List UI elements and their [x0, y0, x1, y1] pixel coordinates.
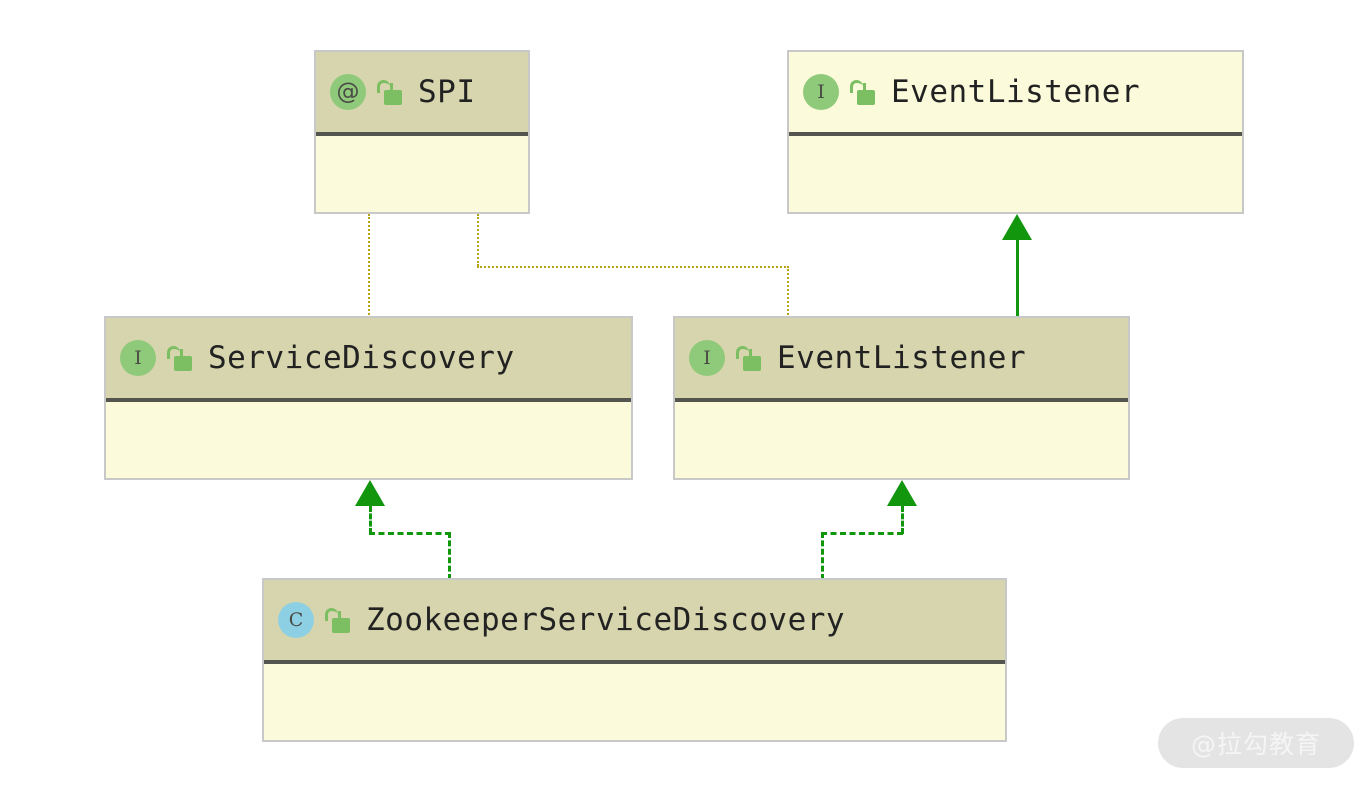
uml-node-service-discovery-title: ServiceDiscovery	[208, 340, 515, 376]
uml-node-service-discovery-members	[106, 402, 631, 478]
watermark-badge: @拉勾教育	[1158, 718, 1354, 768]
edge-event-listener-generalization-arrowhead	[1002, 214, 1032, 240]
edge-spi-to-service-discovery	[368, 214, 370, 318]
edge-event-listener-generalization-line	[1016, 240, 1019, 318]
edge-zookeeper-to-event-listener-arrowhead	[887, 480, 917, 506]
interface-badge-icon: I	[803, 74, 839, 110]
uml-node-event-listener-mid-members	[675, 402, 1128, 478]
open-padlock-icon	[849, 78, 875, 106]
edge-zookeeper-to-event-listener-rise	[901, 506, 904, 534]
uml-node-spi-header: @ SPI	[316, 52, 528, 136]
uml-node-zookeeper-service-discovery-header: C ZookeeperServiceDiscovery	[264, 580, 1005, 664]
edge-zookeeper-to-service-discovery-drop	[448, 532, 451, 580]
interface-badge-icon: I	[120, 340, 156, 376]
uml-node-event-listener-top-title: EventListener	[891, 74, 1141, 110]
edge-zookeeper-to-service-discovery-arrowhead	[355, 480, 385, 506]
uml-node-service-discovery[interactable]: I ServiceDiscovery	[104, 316, 633, 480]
uml-node-event-listener-mid-header: I EventListener	[675, 318, 1128, 402]
edge-spi-to-event-listener-segment-down	[477, 214, 479, 266]
edge-zookeeper-to-event-listener-drop	[821, 532, 824, 580]
open-padlock-icon	[166, 344, 192, 372]
open-padlock-icon	[376, 78, 402, 106]
edge-zookeeper-to-service-discovery-rise	[369, 506, 372, 534]
open-padlock-icon	[324, 606, 350, 634]
uml-node-zookeeper-service-discovery-title: ZookeeperServiceDiscovery	[366, 602, 846, 638]
uml-node-zookeeper-service-discovery[interactable]: C ZookeeperServiceDiscovery	[262, 578, 1007, 742]
uml-node-spi[interactable]: @ SPI	[314, 50, 530, 214]
interface-badge-icon: I	[689, 340, 725, 376]
watermark-text: @拉勾教育	[1190, 730, 1321, 759]
uml-node-event-listener-mid[interactable]: I EventListener	[673, 316, 1130, 480]
edge-spi-to-event-listener-segment-drop	[787, 266, 789, 318]
edge-zookeeper-to-event-listener-across	[821, 532, 903, 535]
uml-node-service-discovery-header: I ServiceDiscovery	[106, 318, 631, 402]
uml-node-event-listener-top[interactable]: I EventListener	[787, 50, 1244, 214]
edge-spi-to-event-listener-segment-across	[477, 266, 789, 268]
uml-node-event-listener-top-members	[789, 136, 1242, 212]
open-padlock-icon	[735, 344, 761, 372]
uml-node-zookeeper-service-discovery-members	[264, 664, 1005, 740]
annotation-badge-icon: @	[330, 74, 366, 110]
edge-zookeeper-to-service-discovery-across	[369, 532, 451, 535]
uml-node-event-listener-mid-title: EventListener	[777, 340, 1027, 376]
uml-node-spi-members	[316, 136, 528, 212]
uml-node-event-listener-top-header: I EventListener	[789, 52, 1242, 136]
class-badge-icon: C	[278, 602, 314, 638]
uml-node-spi-title: SPI	[418, 74, 476, 110]
